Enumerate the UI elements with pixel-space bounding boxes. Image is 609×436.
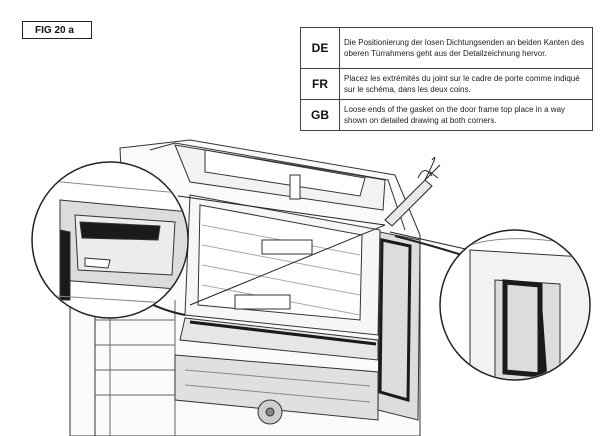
- figure-label: FIG 20 a: [22, 21, 92, 39]
- top-hopper: [174, 144, 386, 211]
- instruction-text: Placez les extrémités du joint sur le ca…: [339, 68, 593, 100]
- instruction-row-de: DE Die Positionierung der losen Dichtung…: [300, 27, 593, 69]
- caulking-gun-icon: [384, 157, 441, 227]
- instruction-table: DE Die Positionierung der losen Dichtung…: [300, 27, 593, 131]
- language-code: GB: [300, 99, 340, 131]
- instruction-text: Loose ends of the gasket on the door fra…: [339, 99, 593, 131]
- detail-magnifier-left: [31, 161, 189, 319]
- door-frame: [174, 231, 421, 425]
- instruction-text: Die Positionierung der losen Dichtungsen…: [339, 27, 593, 69]
- instruction-row-gb: GB Loose ends of the gasket on the door …: [300, 99, 593, 131]
- instruction-row-fr: FR Placez les extrémités du joint sur le…: [300, 68, 593, 100]
- combustion-chamber: [184, 194, 381, 336]
- detail-magnifier-right: [439, 229, 591, 381]
